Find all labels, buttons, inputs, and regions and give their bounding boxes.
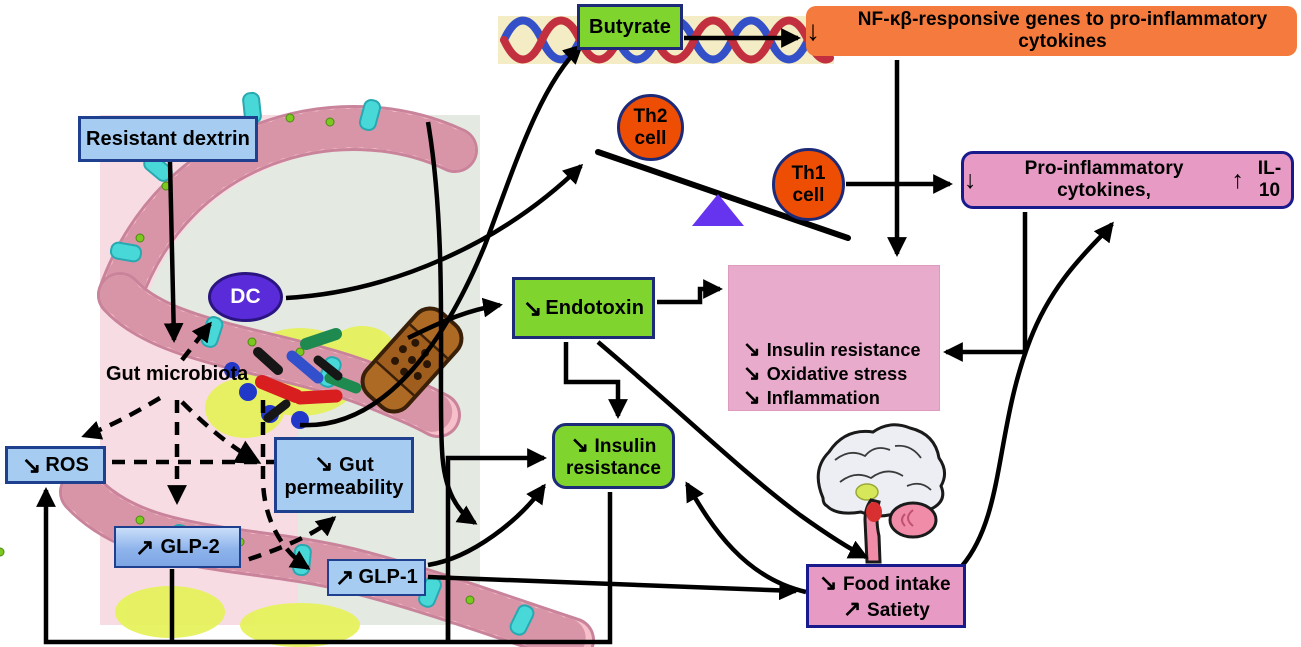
arrow-foodintake-to-insulin [685,481,807,595]
effect-text: Oxidative stress [766,364,908,384]
nfkb-label: NF-κβ-responsive genes to pro-inflammato… [857,9,1268,52]
decrease-arrow-icon: ↘ [21,451,42,478]
decrease-arrow-icon: ↘ [314,450,334,476]
node-gut-permeability: ↘ Gut permeability [274,437,414,513]
dashed-microbiota-to-dc [180,321,212,362]
node-organ-effects: ↘ Insulin resistance ↘ Oxidative stress … [728,265,940,411]
th1-line1: Th1 [791,162,826,184]
fulcrum-triangle-icon [692,194,744,226]
arrow-foodintake-to-cytokines [960,221,1114,568]
insulin-word: Insulin [594,436,657,458]
cytokines-down-label: Pro-inflammatory cytokines, [1024,158,1184,201]
effect-text: Inflammation [766,388,880,408]
decrease-arrow-icon: ↘ [570,432,590,458]
glp1-label: GLP-1 [358,566,418,588]
node-ros: ↘ ROS [5,446,106,484]
th1-th2-seesaw [595,149,851,241]
gut-permeability-line2: permeability [284,477,404,499]
decrease-arrow-icon: ↘ [743,362,761,385]
insulin-resistance-line1: ↘ Insulin [571,432,657,458]
gut-permeability-word1: Gut [339,454,374,476]
effect-line: ↘ Inflammation [743,386,880,410]
effect-text: Insulin resistance [766,340,921,360]
arrow-endotoxin-to-insulin [563,342,628,419]
arrow-dextrin-to-microbiota [163,161,184,343]
feedback-loop-to-ros [36,487,613,645]
effect-line: ↘ Oxidative stress [743,362,907,386]
food-intake-text: Food intake [842,574,951,596]
increase-arrow-icon: ↗ [135,533,155,560]
node-cytokines: ↓ Pro-inflammatory cytokines, ↑ IL-10 [961,151,1294,209]
brain-icon [816,423,946,564]
node-dendritic-cell: DC [208,272,283,322]
insulin-resistance-line2: resistance [565,458,661,479]
cytokines-up-label: IL-10 [1257,158,1282,201]
node-glp1: ↗ GLP-1 [327,559,426,596]
ros-label: ROS [45,453,89,476]
food-intake-line: ↘ Food intake [819,570,951,596]
dashed-microbiota-to-permeability [180,400,262,464]
arrow-glp1-to-insulin [427,483,546,568]
decrease-arrow-icon: ↘ [522,294,543,321]
intestine-illustration [0,91,595,647]
organ-strip-spacer [743,274,939,338]
node-nfkb-genes: ↓ NF-κβ-responsive genes to pro-inflamma… [806,6,1297,56]
arrow-endotoxin-to-organs [657,279,723,305]
th2-line2: cell [634,127,667,149]
increase-arrow-icon: ↗ [843,596,862,621]
node-butyrate: Butyrate [577,4,683,50]
arrow-gut-to-butyrate [299,43,584,428]
arrow-cytokines-to-organs [943,212,1028,362]
decrease-arrow-icon: ↘ [743,338,761,361]
satiety-text: Satiety [866,600,930,621]
node-glp2: ↗ GLP-2 [114,526,241,568]
th1-line2: cell [792,184,825,206]
gut-permeability-line1: ↘ Gut [314,450,374,477]
glp2-label: GLP-2 [160,535,220,558]
node-endotoxin: ↘ Endotoxin [512,277,655,339]
dashed-microbiota-to-ros [81,396,162,440]
node-th2-cell: Th2 cell [617,94,684,161]
increase-arrow-icon: ↗ [335,564,355,590]
arrow-endotoxin-to-foodintake [596,340,869,560]
node-insulin-resistance: ↘ Insulin resistance [552,423,675,489]
node-th1-cell: Th1 cell [772,148,845,221]
bacteria-icon [224,328,362,429]
up-arrow-icon: ↑ [1231,165,1245,194]
node-resistant-dextrin: Resistant dextrin [78,116,258,162]
solid-arrows [36,28,1114,645]
effect-line: ↘ Insulin resistance [743,338,921,362]
satiety-line: ↗ Satiety [819,596,930,622]
arrow-bandage-to-endotoxin [407,297,503,341]
decrease-arrow-icon: ↘ [743,386,761,409]
decrease-arrow-icon: ↘ [819,570,838,596]
down-arrow-icon: ↓ [964,165,977,194]
endotoxin-label: Endotoxin [545,296,645,319]
node-food-intake: ↘ Food intake ↗ Satiety [806,564,966,628]
arrow-epithelium-to-lcell [425,121,478,525]
th2-line1: Th2 [633,105,668,127]
down-arrow-icon: ↓ [806,15,821,46]
label-gut-microbiota: Gut microbiota [106,363,249,385]
